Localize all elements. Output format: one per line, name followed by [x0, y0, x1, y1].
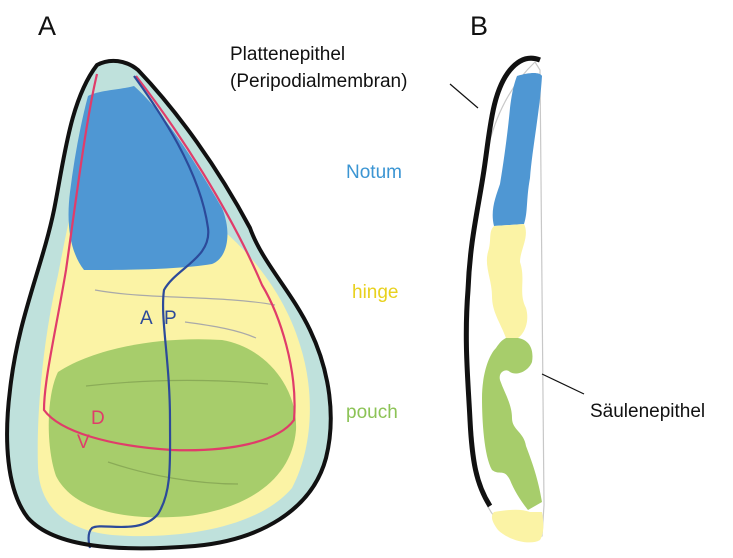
pouch-label: pouch: [346, 402, 398, 423]
notum-region: [69, 86, 228, 270]
panel-b: B: [450, 11, 584, 542]
peripodial-membrane-label: (Peripodialmembran): [230, 71, 407, 92]
anterior-label: A: [140, 308, 153, 329]
panel-a-letter: A: [38, 11, 56, 41]
hinge-label: hinge: [352, 282, 399, 303]
panel-b-letter: B: [470, 11, 488, 41]
columnar-leader: [542, 374, 584, 394]
pouch-region: [49, 339, 296, 517]
notum-label: Notum: [346, 162, 402, 183]
squamous-leader: [450, 84, 478, 108]
ventral-label: V: [77, 432, 90, 453]
posterior-label: P: [164, 308, 177, 329]
dorsal-label: D: [91, 408, 105, 429]
squamous-epithelium-label: Plattenepithel: [230, 44, 345, 65]
columnar-epithelium-label: Säulenepithel: [590, 401, 705, 422]
section-lower-hinge: [492, 510, 543, 543]
